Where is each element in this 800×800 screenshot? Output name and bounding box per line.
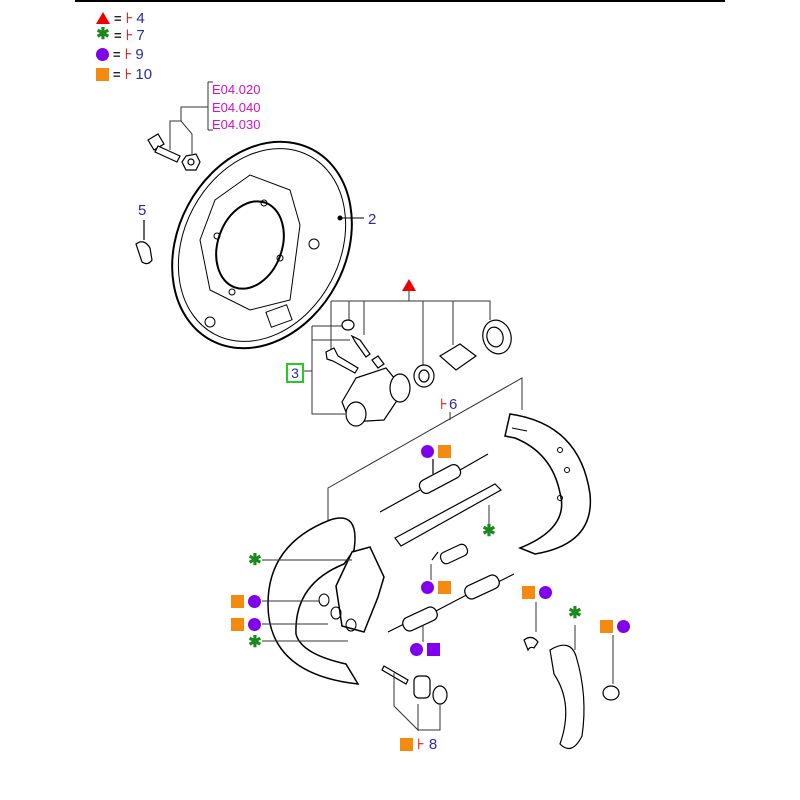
square-icon [438,581,451,594]
callout-8[interactable]: 8 [428,735,438,753]
symbol-group [522,586,552,599]
quantity-mark: ⊦ [124,46,133,63]
backing-plate [171,140,364,350]
legend-row-triangle: = ⊦ 4 [96,9,145,27]
symbol-group [421,445,451,458]
star-icon: ✱ [248,634,262,651]
legend-equals: = [113,66,121,82]
callout-3[interactable]: 3 [286,363,304,383]
quantity-mark: ⊦ [417,736,425,753]
mounting-nut [181,153,201,171]
legend-ref: 10 [135,65,153,83]
callout-2[interactable]: 2 [368,211,377,228]
quantity-mark: ⊦ [440,396,448,413]
legend-row-square: = ⊦ 10 [96,65,152,83]
part-code[interactable]: E04.020 [212,82,261,97]
legend-ref: 4 [136,9,145,27]
adjuster-strut [394,483,502,547]
legend-equals: = [114,10,122,26]
square-icon [438,445,451,458]
square-icon [427,643,440,656]
circle-icon [248,618,261,631]
left-leaders [262,559,352,642]
square-icon [522,586,535,599]
symbol-group [231,618,261,631]
upper-spring [379,453,489,513]
plug [135,220,153,265]
legend-equals: = [113,46,121,62]
legend-equals: = [114,27,122,43]
circle-icon [539,586,552,599]
legend-row-star: ✱ = ⊦ 7 [96,26,145,45]
cylinder-leaders [302,291,491,415]
small-spring [430,543,469,580]
quantity-mark: ⊦ [124,66,133,83]
square-icon [400,737,413,751]
callout-6[interactable]: 6 [449,396,458,413]
legend-row-circle: = ⊦ 9 [96,45,144,63]
symbol-group [600,620,630,633]
circle-icon [410,643,423,656]
symbol-group [421,581,451,594]
lower-spring [387,573,515,642]
star-icon: ✱ [96,26,110,43]
legend-ref: 7 [136,26,145,44]
square-icon [231,618,244,631]
star-icon: ✱ [568,605,582,622]
code-leader [169,81,213,155]
circle-icon [248,595,261,608]
circle-icon [617,620,630,633]
legend-ref: 9 [135,45,144,63]
symbol-group [231,595,261,608]
shoe-leaders [327,377,523,520]
callout-8-group: ⊦ 8 [400,735,437,753]
square-icon [96,67,109,81]
triangle-icon [402,279,416,291]
circle-icon [96,47,109,61]
holddown-kit [381,665,448,732]
quantity-mark: ⊦ [125,27,134,44]
parking-lever-parts [523,602,620,750]
symbol-group [410,643,440,656]
star-icon: ✱ [482,523,496,540]
mounting-bolt [147,133,181,163]
square-icon [231,595,244,608]
circle-icon [421,581,434,594]
quantity-mark: ⊦ [125,10,134,27]
star-icon: ✱ [248,552,262,569]
part-code[interactable]: E04.040 [212,100,261,115]
square-icon [600,620,613,633]
wheel-cylinder-parts [325,319,512,427]
callout-5[interactable]: 5 [138,202,147,219]
brake-shoe-right [504,413,592,555]
triangle-icon [96,12,110,24]
part-code[interactable]: E04.030 [212,117,261,132]
circle-icon [421,445,434,458]
